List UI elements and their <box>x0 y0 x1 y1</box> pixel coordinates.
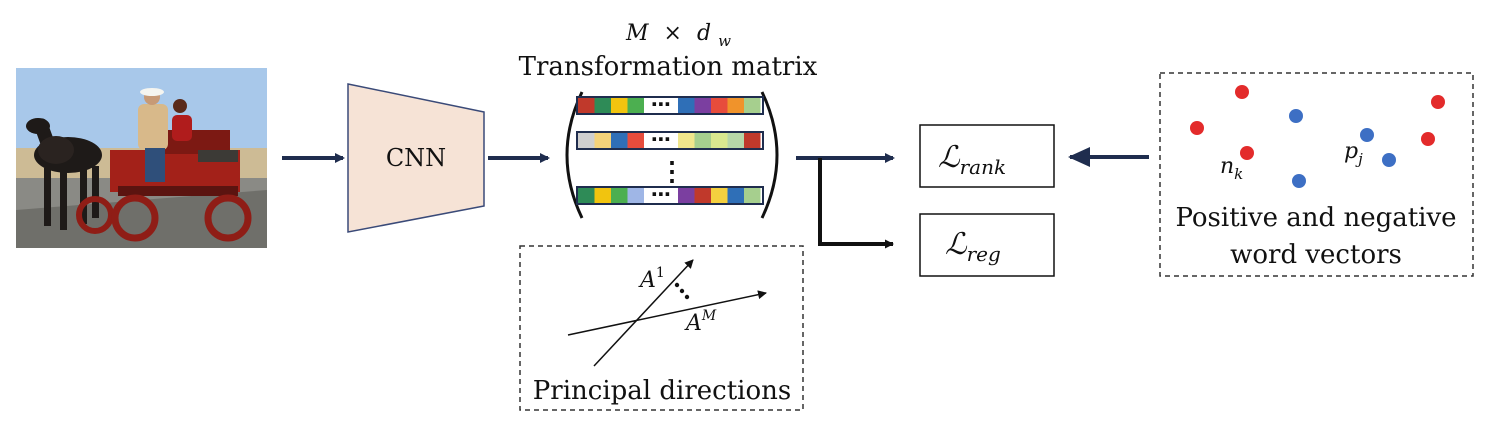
dim-times: × <box>664 21 682 46</box>
matrix-right-bracket <box>760 91 779 219</box>
word-vectors-label-line2: word vectors <box>1230 240 1402 270</box>
matrix-cell <box>578 188 595 203</box>
matrix-vdots: ⋮ <box>659 157 685 187</box>
cnn-label: CNN <box>386 144 446 172</box>
matrix-title: Transformation matrix <box>519 52 818 82</box>
matrix-cell <box>611 188 628 203</box>
matrix-cell <box>694 98 711 113</box>
neg-point <box>1240 146 1254 160</box>
svg-text:M × d w: M × d w <box>625 21 731 50</box>
loss-reg-box: ℒreg <box>919 213 1055 277</box>
horses <box>26 118 102 230</box>
matrix-cell <box>727 98 744 113</box>
matrix-cell <box>611 133 628 148</box>
matrix-cell <box>594 133 611 148</box>
pj-label: pj <box>1344 139 1363 168</box>
pos-point <box>1292 174 1306 188</box>
matrix-cell <box>727 188 744 203</box>
negative-points <box>1190 85 1445 160</box>
matrix-cell <box>594 98 611 113</box>
loss-rank-box: ℒrank <box>919 124 1055 188</box>
neg-point <box>1235 85 1249 99</box>
neg-point <box>1421 132 1435 146</box>
loss-rank-label: ℒrank <box>938 140 1006 179</box>
principal-label: Principal directions <box>533 376 791 406</box>
matrix-row-ellipsis: ⋯ <box>651 182 671 206</box>
principal-axis-1 <box>593 259 694 367</box>
matrix-cell <box>711 133 728 148</box>
positive-points <box>1289 109 1396 188</box>
matrix-cell <box>694 188 711 203</box>
matrix-rows: ⋯ ⋯ ⋯ <box>576 92 764 206</box>
word-vectors-box: nk pj Positive and negative word vectors <box>1159 72 1474 277</box>
matrix-cell <box>611 98 628 113</box>
loss-reg-label: ℒreg <box>945 227 1001 266</box>
matrix-row: ⋯ <box>576 182 764 206</box>
matrix-cell <box>627 188 644 203</box>
principal-axis-m <box>567 290 767 336</box>
matrix-cell <box>678 188 695 203</box>
matrix-cell <box>727 133 744 148</box>
matrix-row: ⋯ <box>576 127 764 151</box>
matrix-cell <box>578 98 595 113</box>
word-vectors-label-line1: Positive and negative <box>1175 203 1456 233</box>
matrix-cell <box>627 98 644 113</box>
dim-w-sub: w <box>718 32 731 50</box>
matrix-cell <box>744 133 761 148</box>
people <box>138 88 192 182</box>
matrix-cell <box>711 98 728 113</box>
matrix-cell <box>711 188 728 203</box>
matrix-cell <box>678 133 695 148</box>
matrix-cell <box>678 98 695 113</box>
neg-point <box>1190 121 1204 135</box>
input-photo <box>16 68 267 248</box>
matrix-cell <box>694 133 711 148</box>
dim-m: M <box>625 21 649 46</box>
matrix-to-losses-connector <box>796 153 895 249</box>
am-label: AM <box>684 308 717 336</box>
matrix-cell <box>594 188 611 203</box>
matrix-cell <box>744 98 761 113</box>
pos-point <box>1360 128 1374 142</box>
matrix-cell <box>627 133 644 148</box>
carriage <box>76 130 252 242</box>
pos-point <box>1289 109 1303 123</box>
dim-d: d <box>697 21 711 46</box>
a1-label: A1 <box>638 265 665 293</box>
matrix-row-ellipsis: ⋯ <box>651 127 671 151</box>
matrix-cell <box>578 133 595 148</box>
principal-dots <box>674 282 690 300</box>
principal-directions-box: A1 AM Principal directions <box>519 245 804 411</box>
matrix-row-ellipsis: ⋯ <box>651 92 671 116</box>
pos-point <box>1382 153 1396 167</box>
matrix-row: ⋯ <box>576 92 764 116</box>
nk-label: nk <box>1220 154 1243 183</box>
matrix-dims: M × d w <box>625 21 731 50</box>
neg-point <box>1431 95 1445 109</box>
cnn-block: CNN <box>347 83 485 233</box>
matrix-cell <box>744 188 761 203</box>
